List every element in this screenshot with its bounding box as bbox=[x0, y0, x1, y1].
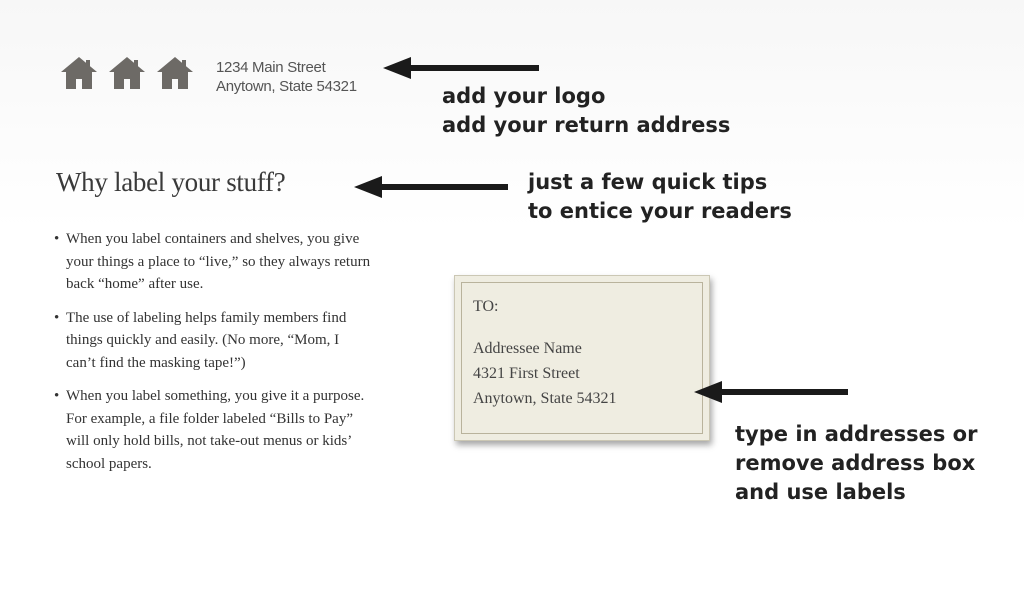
logo-note: add your logo add your return address bbox=[442, 82, 730, 140]
tips-note-line1: just a few quick tips bbox=[528, 170, 768, 194]
tip-item: When you label something, you give it a … bbox=[52, 385, 372, 475]
tips-note-line2: to entice your readers bbox=[528, 199, 792, 223]
arrow-left-icon bbox=[694, 381, 848, 403]
address-note-line2: remove address box bbox=[735, 451, 976, 475]
tip-item: When you label containers and shelves, y… bbox=[52, 228, 372, 296]
house-icon bbox=[61, 57, 97, 89]
tips-list: When you label containers and shelves, y… bbox=[52, 228, 372, 486]
tips-note: just a few quick tips to entice your rea… bbox=[528, 168, 792, 226]
addressee-block[interactable]: Addressee Name 4321 First Street Anytown… bbox=[473, 336, 617, 411]
company-logo bbox=[60, 55, 195, 91]
house-icon bbox=[157, 57, 193, 89]
address-note-line1: type in addresses or bbox=[735, 422, 978, 446]
return-address: 1234 Main Street Anytown, State 54321 bbox=[216, 58, 357, 96]
arrow-left-icon bbox=[383, 57, 539, 79]
return-address-city: Anytown, State 54321 bbox=[216, 78, 357, 95]
arrow-left-icon bbox=[354, 176, 508, 198]
return-address-street: 1234 Main Street bbox=[216, 59, 326, 76]
addressee-street[interactable]: 4321 First Street bbox=[473, 365, 580, 382]
address-box[interactable]: TO: Addressee Name 4321 First Street Any… bbox=[454, 275, 710, 441]
house-icon bbox=[109, 57, 145, 89]
address-note: type in addresses or remove address box … bbox=[735, 420, 977, 507]
address-note-line3: and use labels bbox=[735, 480, 906, 504]
logo-note-line1: add your logo bbox=[442, 84, 606, 108]
address-to-label: TO: bbox=[473, 298, 499, 315]
addressee-name[interactable]: Addressee Name bbox=[473, 340, 582, 357]
page-heading: Why label your stuff? bbox=[56, 167, 286, 197]
tip-item: The use of labeling helps family members… bbox=[52, 307, 372, 375]
address-box-border bbox=[461, 282, 703, 434]
addressee-city[interactable]: Anytown, State 54321 bbox=[473, 390, 617, 407]
logo-note-line2: add your return address bbox=[442, 113, 731, 137]
